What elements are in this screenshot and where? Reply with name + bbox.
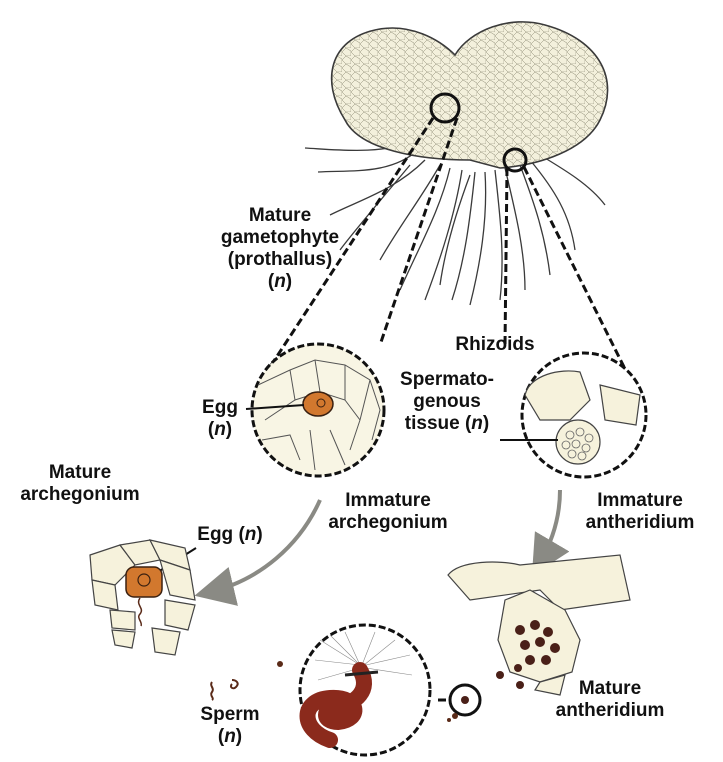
immature-antheridium-illustration (522, 353, 646, 477)
label-mature-archegonium: Mature archegonium (10, 462, 150, 506)
antheridium-maturation-arrow (540, 490, 560, 562)
label-egg-mature: Egg (n) (180, 524, 280, 546)
label-immature-archegonium: Immature archegonium (318, 490, 458, 534)
sperm-small-dot (461, 696, 469, 704)
label-rhizoids: Rhizoids (440, 334, 550, 356)
label-mature-gametophyte-line3: (prothallus) (205, 249, 355, 271)
label-mature-antheridium: Mature antheridium (520, 678, 700, 722)
label-immature-antheridium: Immature antheridium (560, 490, 720, 534)
sperm-zoom-illustration (300, 625, 430, 755)
label-mature-gametophyte-ploidy: (n) (205, 271, 355, 293)
label-egg-immature: Egg (n) (192, 397, 248, 441)
label-mature-gametophyte-line2: gametophyte (205, 227, 355, 249)
mature-antheridium-illustration (448, 555, 630, 695)
label-mature-gametophyte-line1: Mature (205, 205, 355, 227)
label-mature-gametophyte: Mature gametophyte (prothallus) (n) (205, 205, 355, 293)
mature-archegonium-illustration (90, 540, 195, 655)
label-sperm: Sperm (n) (190, 704, 270, 748)
archegonium-maturation-arrow (210, 500, 320, 592)
immature-archegonium-illustration (252, 344, 384, 476)
prothallus-illustration (332, 22, 608, 168)
label-spermatogenous-tissue: Spermato- genous tissue (n) (382, 369, 512, 435)
